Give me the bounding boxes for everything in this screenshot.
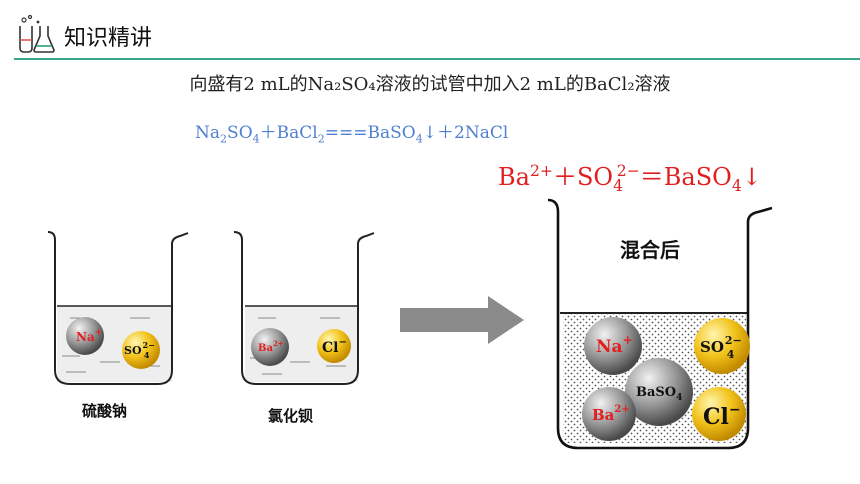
right-arrow-icon — [400, 296, 524, 344]
eq-sub: 2 — [317, 132, 325, 146]
ion-part: ↓ — [741, 163, 762, 191]
beaker-label-barium-chloride: 氯化钡 — [268, 407, 314, 425]
ion-sub: 4 — [731, 176, 742, 195]
eq-sub: 2 — [220, 132, 228, 146]
ion-sup: 2+ — [529, 162, 553, 180]
ion-part: ＝BaSO — [639, 163, 732, 191]
page-title: 知识精讲 — [64, 26, 153, 51]
barium-ion — [582, 387, 636, 441]
eq-sub: 4 — [415, 132, 423, 146]
eq-sub: 4 — [252, 132, 260, 146]
ion-part: ＋SO — [552, 163, 614, 191]
ionic-equation: Ba2+＋SO42−＝BaSO4↓ — [498, 157, 762, 195]
sulfate-ion-label: SO2−4 — [124, 340, 155, 360]
lab-flask-icon — [19, 14, 55, 53]
barium-sulfate-label: BaSO4 — [636, 385, 682, 403]
chloride-ion — [692, 387, 746, 441]
barium-ion — [251, 328, 289, 366]
sodium-ion — [584, 317, 642, 375]
barium-sulfate-precipitate — [625, 358, 693, 426]
eq-part: ↓＋2NaCl — [422, 123, 509, 143]
beaker-sodium-sulfate: Na+ SO2−4 — [47, 231, 189, 385]
beaker-label-sodium-sulfate: 硫酸钠 — [82, 402, 128, 420]
eq-part: Na — [195, 123, 221, 143]
chloride-ion — [317, 329, 351, 363]
sodium-ion — [66, 317, 104, 355]
eq-part: ===BaSO — [324, 123, 416, 143]
chemical-equation: Na2SO4＋BaCl2===BaSO4↓＋2NaCl — [195, 118, 508, 145]
experiment-description: 向盛有2 mL的Na₂SO₄溶液的试管中加入2 mL的BaCl₂溶液 — [189, 74, 671, 95]
sulfate-ion — [694, 318, 750, 374]
beaker-mixed: Na+ SO2−4 BaSO4 Ba2+ Cl− — [547, 198, 773, 450]
eq-part: ＋BaCl — [259, 123, 318, 143]
ion-sub: 4 — [613, 176, 623, 195]
beaker-barium-chloride: Ba2+ Cl− — [233, 231, 375, 385]
section-header: 知识精讲 — [14, 14, 860, 60]
sulfate-ion — [122, 331, 160, 369]
eq-part: SO — [227, 123, 253, 143]
ion-sup: 2− — [616, 162, 640, 180]
ion-part: Ba — [498, 163, 530, 191]
beaker-title-mixed: 混合后 — [620, 238, 680, 262]
header-divider — [14, 58, 860, 60]
